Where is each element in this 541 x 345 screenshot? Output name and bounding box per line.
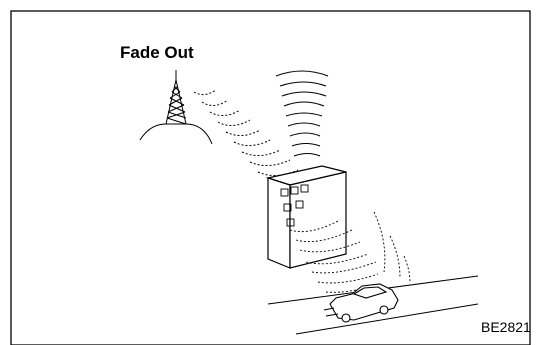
diagram-title: Fade Out [120,43,194,63]
reflected-wave-icon [276,71,328,156]
radio-tower-icon [140,70,212,144]
building-icon [268,166,346,268]
radio-wave-icon [194,90,298,176]
car-icon [324,284,398,322]
figure-code: BE2821 [481,319,531,335]
